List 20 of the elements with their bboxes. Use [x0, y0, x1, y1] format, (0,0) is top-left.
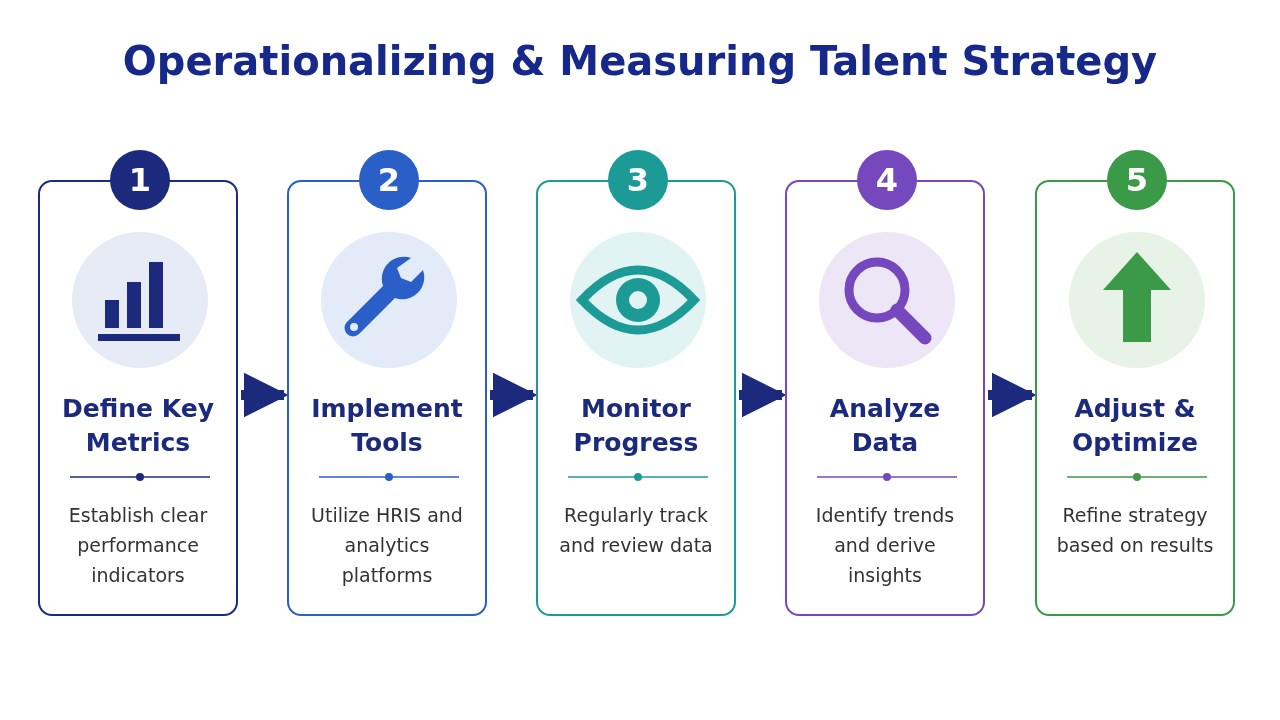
step-description: Establish clear performance indicators	[67, 503, 209, 588]
step-description: Regularly track and review data	[558, 503, 714, 558]
arrow	[988, 372, 1037, 418]
arrow	[739, 372, 787, 418]
step-number-badge: 5	[1107, 150, 1167, 210]
step-number-badge: 2	[359, 150, 419, 210]
step-number-badge: 4	[857, 150, 917, 210]
step-description: Refine strategy based on results	[1055, 503, 1215, 558]
arrow	[490, 372, 538, 418]
step-description: Identify trends and derive insights	[814, 503, 956, 588]
arrow	[241, 372, 289, 418]
step-description: Utilize HRIS and analytics platforms	[310, 503, 464, 588]
step-title: Monitor Progress	[572, 393, 700, 459]
step-title: Adjust & Optimize	[1071, 393, 1199, 459]
step-number-badge: 1	[110, 150, 170, 210]
step-number-badge: 3	[608, 150, 668, 210]
title: Operationalizing & Measuring Talent Strategy	[122, 38, 1158, 84]
step-title: Analyze Data	[828, 393, 942, 459]
step-title: Implement Tools	[310, 393, 464, 459]
step-title: Define Key Metrics	[61, 393, 215, 459]
